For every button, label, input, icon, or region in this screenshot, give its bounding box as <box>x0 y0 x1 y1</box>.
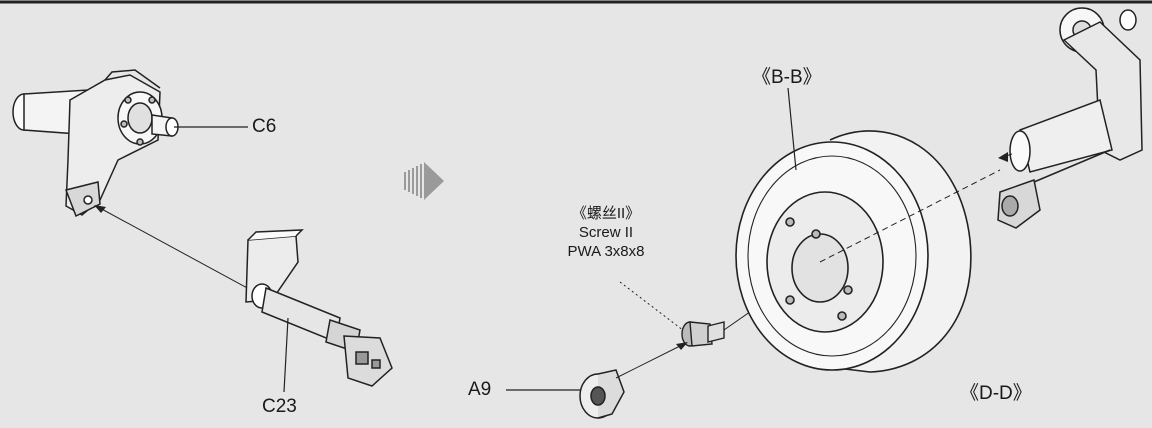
suspension-arm-c6 <box>12 69 179 218</box>
assembly-line-c23 <box>97 206 263 297</box>
hub-a9 <box>579 369 625 419</box>
step-arrow-icon <box>404 162 444 200</box>
label-screw-cn: 《螺丝II》 <box>571 205 641 222</box>
screw-callout: 《螺丝II》 Screw II PWA 3x8x8 <box>548 204 664 261</box>
label-a9: A9 <box>468 379 492 400</box>
label-screw-spec: PWA 3x8x8 <box>567 243 645 260</box>
label-view-bb: 《B-B》 <box>752 67 822 88</box>
label-view-dd: 《D-D》 <box>960 383 1032 404</box>
label-c23: C23 <box>262 396 297 417</box>
assembly-arrowhead-c23 <box>94 205 106 213</box>
screw-pwa <box>681 321 725 347</box>
leader-c23 <box>283 317 289 393</box>
wheel-axis <box>819 169 1001 263</box>
label-c6: C6 <box>252 116 277 137</box>
assembly-arrowhead-dd <box>998 152 1008 162</box>
leader-bb <box>787 87 797 171</box>
assembly-line-a9 <box>615 343 685 379</box>
suspension-arm-dd <box>997 7 1143 229</box>
label-screw-en: Screw II <box>578 224 634 241</box>
leader-screw <box>619 281 689 335</box>
wheel-bb <box>735 130 972 373</box>
assembly-arrowhead-a9 <box>676 342 688 350</box>
steering-knuckle-c23 <box>245 229 393 387</box>
